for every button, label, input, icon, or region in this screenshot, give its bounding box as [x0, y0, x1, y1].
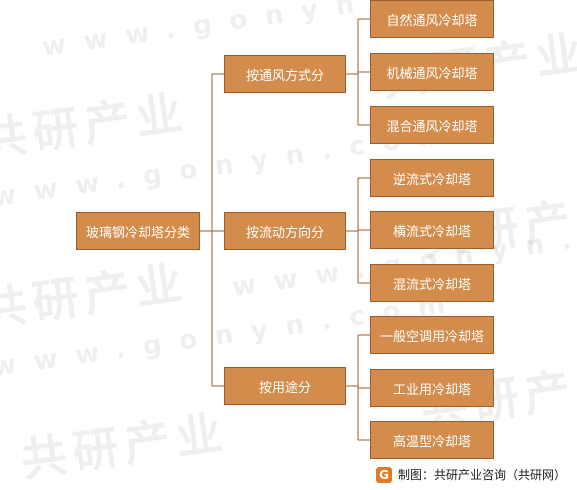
brand-logo-icon: G	[376, 466, 392, 483]
root-node: 玻璃钢冷却塔分类	[76, 212, 200, 250]
category-flow-direction: 按流动方向分	[224, 212, 346, 250]
leaf-industrial: 工业用冷却塔	[370, 369, 494, 407]
leaf-hybrid-ventilation: 混合通风冷却塔	[370, 106, 494, 144]
leaf-mixed-flow: 混流式冷却塔	[370, 264, 494, 302]
footer-text: 制图：共研产业咨询（共研网）	[398, 468, 567, 482]
leaf-high-temperature: 高温型冷却塔	[370, 421, 494, 459]
category-usage: 按用途分	[224, 367, 346, 405]
leaf-air-conditioning: 一般空调用冷却塔	[370, 316, 494, 354]
category-ventilation: 按通风方式分	[224, 55, 346, 93]
leaf-counterflow: 逆流式冷却塔	[370, 159, 494, 197]
leaf-mechanical-ventilation: 机械通风冷却塔	[370, 53, 494, 91]
leaf-natural-ventilation: 自然通风冷却塔	[370, 0, 494, 38]
leaf-crossflow: 横流式冷却塔	[370, 211, 494, 249]
footer-credit: G 制图：共研产业咨询（共研网）	[376, 466, 566, 483]
